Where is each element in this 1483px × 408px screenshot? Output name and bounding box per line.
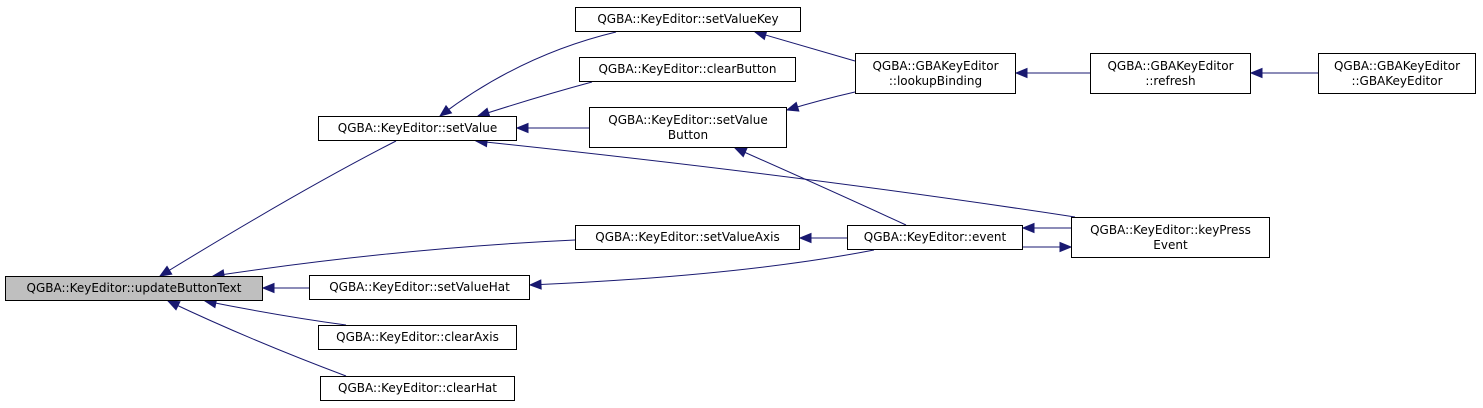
edge-event-to-setValueHat [529, 249, 875, 286]
node-refresh[interactable]: QGBA::GBAKeyEditor ::refresh [1090, 53, 1251, 94]
edge-setValue-to-updateButtonText [159, 140, 397, 277]
arrowhead-GBAKeyEditor-to-refresh [1249, 67, 1263, 79]
arrowhead-event-to-setValueButton [733, 147, 748, 158]
edge-keyPressEvent-to-setValue [475, 140, 1076, 218]
arrowhead-lookupBinding-to-setValueKey [753, 30, 768, 41]
node-setValueHat[interactable]: QGBA::KeyEditor::setValueHat [309, 275, 530, 300]
edge-setValueAxis-to-updateButtonText [212, 239, 576, 277]
node-updateButtonText: QGBA::KeyEditor::updateButtonText [5, 276, 263, 301]
node-event[interactable]: QGBA::KeyEditor::event [847, 225, 1023, 250]
node-clearButton[interactable]: QGBA::KeyEditor::clearButton [579, 57, 796, 82]
node-setValueButton[interactable]: QGBA::KeyEditor::setValue Button [589, 107, 787, 148]
arrowhead-event-to-setValueHat [528, 279, 542, 290]
arrowhead-setValueButton-to-setValue [515, 122, 529, 134]
edge-setValueKey-to-setValue [439, 31, 617, 117]
node-clearHat[interactable]: QGBA::KeyEditor::clearHat [320, 376, 515, 401]
edge-clearButton-to-setValue [477, 81, 593, 117]
node-setValueAxis[interactable]: QGBA::KeyEditor::setValueAxis [575, 225, 800, 250]
edge-event-to-setValueButton [734, 147, 907, 226]
node-keyPressEvent[interactable]: QGBA::KeyEditor::keyPress Event [1071, 217, 1270, 258]
node-clearAxis[interactable]: QGBA::KeyEditor::clearAxis [318, 325, 517, 350]
node-lookupBinding[interactable]: QGBA::GBAKeyEditor ::lookupBinding [855, 53, 1016, 94]
arrowhead-event-to-setValueAxis [798, 232, 812, 244]
arrowhead-setValueKey-to-setValue [438, 104, 453, 117]
node-GBAKeyEditor[interactable]: QGBA::GBAKeyEditor ::GBAKeyEditor [1318, 53, 1476, 94]
edge-clearAxis-to-updateButtonText [204, 300, 347, 326]
arrowhead-refresh-to-lookupBinding [1014, 67, 1028, 79]
arrowhead-setValue-to-updateButtonText [158, 265, 173, 277]
arrowhead-lookupBinding-to-setValueButton [785, 101, 800, 112]
node-setValue[interactable]: QGBA::KeyEditor::setValue [318, 116, 517, 141]
node-setValueKey[interactable]: QGBA::KeyEditor::setValueKey [575, 7, 801, 32]
arrowhead-setValueHat-to-updateButtonText [261, 282, 275, 294]
arrowhead-keyPressEvent-to-event [1021, 222, 1035, 234]
edge-clearHat-to-updateButtonText [167, 300, 347, 377]
arrowhead-clearHat-to-updateButtonText [166, 300, 181, 311]
arrowhead-event-to-keyPressEvent [1059, 241, 1073, 253]
